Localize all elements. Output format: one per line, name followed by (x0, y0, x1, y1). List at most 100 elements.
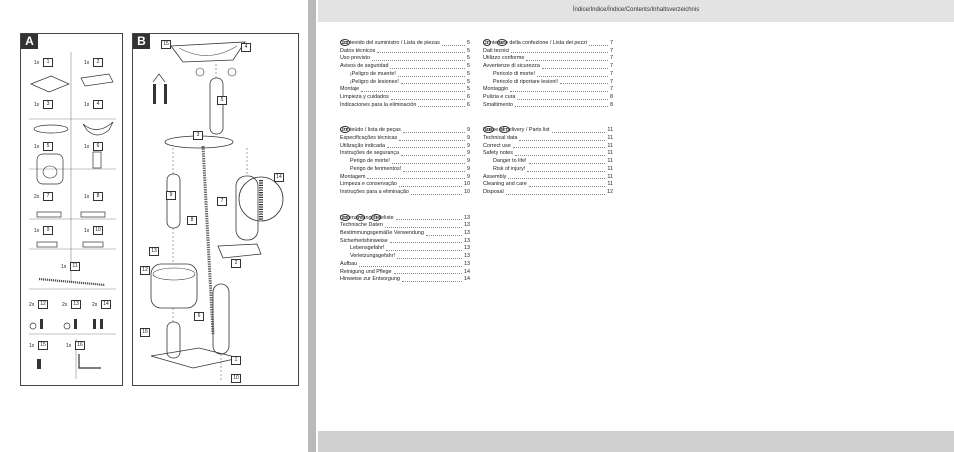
toc-entry[interactable]: Pericolo di riportare lesioni!7 (483, 79, 613, 87)
part-tag: 3 (43, 100, 53, 109)
toc-entry[interactable]: ¡Peligro de lesiones!5 (340, 79, 470, 87)
toc-leader-dots (514, 150, 606, 157)
assembly-tag: 1 (231, 356, 241, 365)
toc-entry-title: Contenido del suministro / Lista de piez… (340, 40, 440, 46)
toc-entry-title: Technical data (483, 135, 518, 142)
part-qty: 1x (84, 228, 90, 234)
toc-entry-title: ¡Peligro de lesiones! (350, 78, 399, 85)
toc-entry[interactable]: Verletzungsgefahr!13 (340, 253, 470, 261)
toc-entry-title: Sicherheitshinweise (340, 237, 388, 244)
toc-entry-title: Disposal (483, 188, 504, 195)
part-qty: 2x (29, 302, 35, 308)
assembly-tag: 7 (217, 197, 227, 206)
toc-entry-title: Technische Daten (340, 222, 383, 229)
toc-entry-page: 11 (607, 150, 613, 157)
toc-entry[interactable]: ¡Peligro de muerte!5 (340, 71, 470, 79)
toc-entry[interactable]: Contenuto della confezione / Lista dei p… (483, 40, 613, 48)
language-badge: PT (340, 126, 350, 134)
toc-entry-title: Lebensgefahr! (350, 245, 385, 252)
part-qty: 2x (62, 302, 68, 308)
part-qty: 1x (34, 228, 40, 234)
toc-entry-page: 7 (610, 40, 613, 46)
toc-entry-title: Assembly (483, 173, 507, 180)
assembly-tag: 12 (140, 266, 150, 275)
toc-entry-page: 11 (607, 181, 613, 188)
toc-entry-page: 10 (464, 181, 470, 188)
toc-entry-page: 6 (467, 101, 470, 108)
toc-leader-dots (391, 158, 465, 164)
toc-entry[interactable]: Perigo de ferimentos!9 (340, 166, 470, 174)
toc-entry-page: 7 (610, 63, 613, 70)
toc-entry-title: Safety notes (483, 150, 513, 157)
toc-entry[interactable]: Lebensgefahr! 13 (340, 245, 470, 253)
toc-entry[interactable]: Danger to life!11 (483, 158, 613, 166)
toc-entry[interactable]: Perigo de morte!9 (340, 158, 470, 166)
toc-leader-dots (512, 143, 606, 149)
toc-entry[interactable]: Pericolo di morte!7 (483, 71, 613, 79)
assembly-tag: 4 (241, 43, 251, 52)
toc-entry-title: Correct use (483, 142, 511, 149)
part-tag: 10 (93, 226, 103, 235)
toc-entry-page: 9 (467, 158, 470, 165)
part-tag: 11 (70, 262, 80, 271)
toc-entry-title: Reinigung und Pflege (340, 268, 392, 275)
toc-leader-dots (397, 71, 465, 77)
toc-entry[interactable]: Risk of injury!11 (483, 166, 613, 174)
toc-section-es: ES Contenido del suministro / Lista de p… (340, 31, 470, 109)
part-qty: 2x (34, 194, 40, 200)
toc-column-right: IT MT Contenuto della confezione / Lista… (483, 31, 613, 206)
language-badge: DE (340, 213, 351, 221)
toc-leader-dots (390, 94, 465, 100)
toc-entry[interactable]: Safety notes 11 (483, 150, 613, 158)
toc-leader-dots (541, 63, 608, 69)
part-qty: 2x (92, 302, 98, 308)
toc-entry-title: Danger to life! (493, 158, 527, 165)
toc-entry-page: 7 (610, 70, 613, 77)
part-tag: 8 (93, 192, 103, 201)
toc-entry-title: Montaggio (483, 86, 509, 93)
toc-entry-page: 5 (467, 86, 470, 93)
toc-entry-page: 13 (464, 245, 470, 252)
panel-a-label: A (21, 34, 38, 49)
toc-leader-dots (401, 150, 465, 157)
toc-leader-dots (527, 166, 606, 172)
toc-leader-dots (551, 127, 606, 134)
toc-leader-dots (386, 143, 465, 149)
toc-entry-title: Dati tecnici (483, 47, 510, 54)
assembly-tag: 8 (187, 216, 197, 225)
toc-entry[interactable]: Contenido del suministro / Lista de piez… (340, 40, 470, 48)
toc-section-it: IT MT Contenuto della confezione / Lista… (483, 31, 613, 109)
